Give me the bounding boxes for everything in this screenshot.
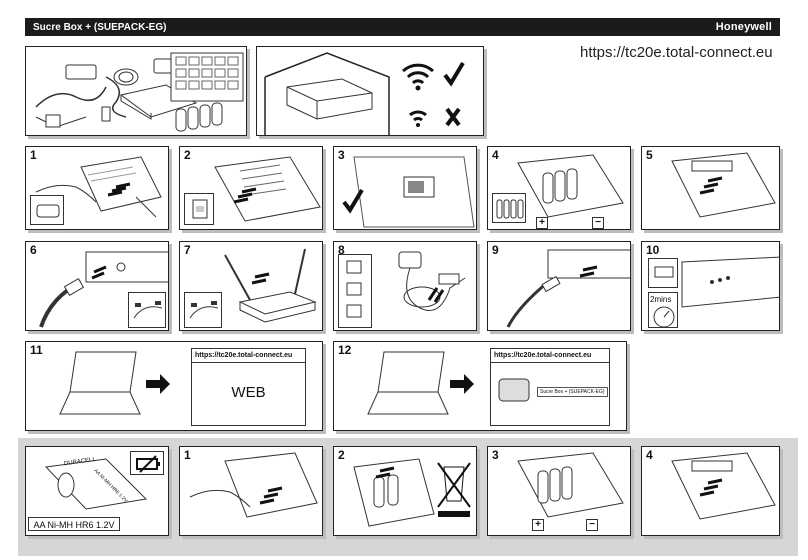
web-browser-box: https://tc20e.total-connect.eu Sucre Box… [490,348,610,426]
step-number: 7 [184,243,191,257]
header-bar: Sucre Box + (SUEPACK-EG) Honeywell [25,18,780,36]
batteries-inset [492,193,526,223]
step-9-panel: 9 [487,241,631,331]
led-indicators-illustration [681,256,779,308]
step-number: 1 [30,148,37,162]
step-number: 4 [646,448,653,462]
step-3-panel: 3 [333,146,477,230]
step-number: 11 [30,343,43,357]
step-number: 12 [338,343,352,357]
plus-sign: + [536,217,548,229]
web-address[interactable]: https://tc20e.total-connect.eu [580,44,773,61]
sim-inserted-illustration [342,156,475,228]
close-cover-illustration [671,152,776,218]
timer-inset [648,292,678,328]
ethernet-connect-illustration [39,251,168,328]
step-11-panel: 11 https://tc20e.total-connect.eu WEB [25,341,323,431]
power-plug-illustration [506,249,630,328]
sim-card-inset [184,193,214,225]
insert-batteries-illustration [517,452,624,518]
step-number: 1 [184,448,191,462]
signal-panel [256,46,484,136]
step-7-panel: 7 [179,241,323,331]
wifi-strong-icon [401,61,465,91]
step-10-panel: 10 2mins [641,241,780,331]
insert-sim-illustration [214,156,321,222]
timer-label: 2mins [650,295,672,304]
step-number: 2 [338,448,345,462]
step-number: 6 [30,243,37,257]
plug-types-inset [338,254,372,328]
house-illustration [264,52,390,135]
web-browser-box: https://tc20e.total-connect.eu WEB [191,348,306,426]
remove-batteries-illustration [353,458,471,527]
brand-logo: Honeywell [715,21,772,33]
battery-step-1-panel: 1 [179,446,323,536]
router-connect-illustration [224,248,317,323]
box-contents-panel [25,46,247,136]
battery-type-label: AA Ni-MH HR6 1.2V [28,517,120,531]
power-adapter-illustration [398,251,466,311]
cable-inset [184,292,222,328]
step-1-panel: 1 [25,146,169,230]
step-2-panel: 2 [179,146,323,230]
web-label: WEB [231,384,266,401]
minus-sign: − [592,217,604,229]
battery-step-2-panel: 2 [333,446,477,536]
document-title: Sucre Box + (SUEPACK-EG) [33,21,167,33]
step-number: 9 [492,243,499,257]
step-number: 10 [646,243,660,257]
battery-illustration [44,458,148,510]
step-number: 5 [646,148,653,162]
cable-inset [128,292,166,328]
step-6-panel: 6 [25,241,169,331]
web-browser-url[interactable]: https://tc20e.total-connect.eu [195,352,293,359]
step-number: 3 [492,448,499,462]
wifi-weak-icon [409,107,461,127]
step-number: 3 [338,148,345,162]
step-number: 4 [492,148,499,162]
battery-step-4-panel: 4 [641,446,780,536]
step-number: 8 [338,243,345,257]
close-cover-illustration [671,452,776,520]
web-browser-url[interactable]: https://tc20e.total-connect.eu [494,352,592,359]
open-cover-illustration [35,156,162,218]
step-12-panel: 12 https://tc20e.total-connect.eu Sucre … [333,341,627,431]
device-name-label: Sucre Box + (SUEPACK-EG) [537,387,608,397]
battery-step-3-panel: 3 + − [487,446,631,536]
laptop-illustration [367,351,474,415]
laptop-illustration [59,351,170,415]
plus-sign: + [532,519,544,531]
minus-sign: − [586,519,598,531]
device-inset [30,195,64,225]
battery-low-icon-box [130,451,164,475]
step-5-panel: 5 [641,146,780,230]
open-cover-illustration [189,452,318,518]
step-8-panel: 8 [333,241,477,331]
led-inset [648,258,678,288]
step-4-panel: 4 + − [487,146,631,230]
insert-batteries-illustration [517,154,624,218]
step-number: 2 [184,148,191,162]
box-contents-illustration [35,52,244,132]
